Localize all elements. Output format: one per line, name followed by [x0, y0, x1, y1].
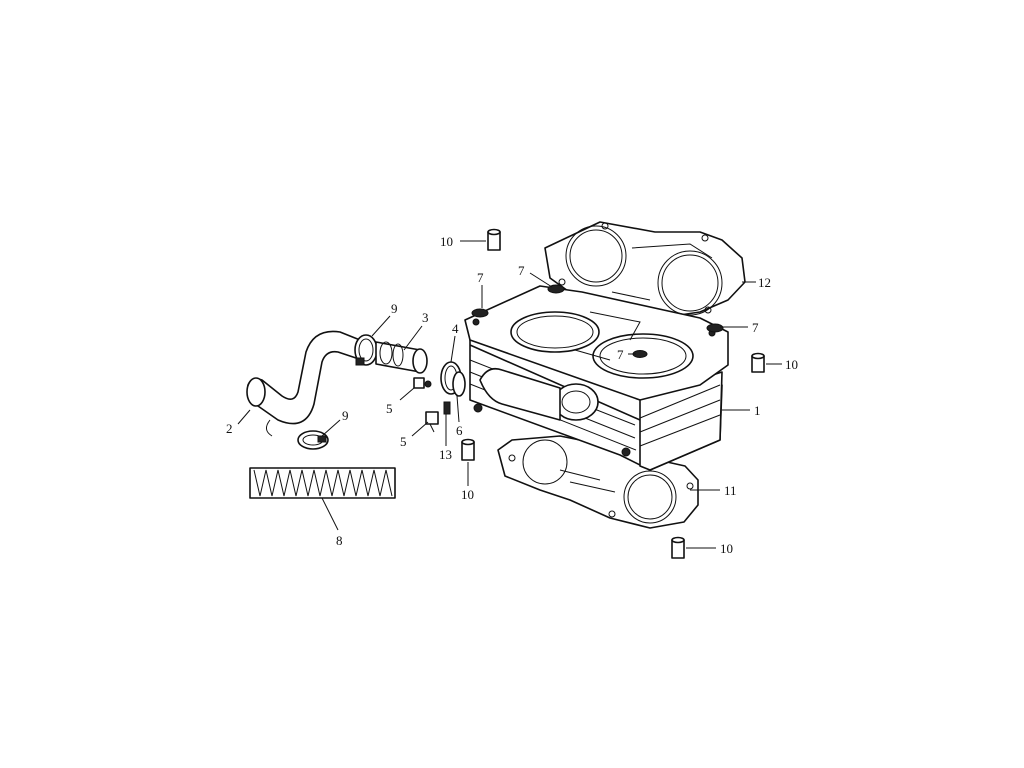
label-7c: 7 [752, 320, 759, 335]
callout-labels: 10 7 7 12 7 7 10 1 11 10 10 13 6 4 3 9 5… [226, 234, 798, 556]
label-9a: 9 [391, 301, 398, 316]
label-1: 1 [754, 403, 761, 418]
dowel-pin-c [461, 438, 475, 461]
label-7a: 7 [518, 263, 525, 278]
label-10d: 10 [720, 541, 733, 556]
hose-clamp-lower [297, 430, 329, 450]
dowel-pin-b [751, 352, 765, 373]
dowel-pin-a [487, 228, 501, 251]
label-7d: 7 [617, 347, 624, 362]
label-4: 4 [452, 321, 459, 336]
bolt-upper [413, 377, 432, 389]
small-screw [443, 401, 451, 415]
label-10b: 10 [785, 357, 798, 372]
bolt-lower [425, 411, 439, 433]
label-8: 8 [336, 533, 343, 548]
washer-b [471, 308, 489, 318]
label-12: 12 [758, 275, 771, 290]
label-13: 13 [439, 447, 452, 462]
label-3: 3 [422, 310, 429, 325]
water-hose [246, 330, 361, 437]
dowel-pin-d [671, 536, 685, 559]
hose-clamp-upper [354, 334, 378, 366]
pipe-fitting [375, 341, 428, 374]
label-7b: 7 [477, 270, 484, 285]
label-10a: 10 [440, 234, 453, 249]
label-9b: 9 [342, 408, 349, 423]
spring [249, 467, 396, 499]
label-5b: 5 [400, 434, 407, 449]
ring-6 [452, 371, 466, 397]
label-5a: 5 [386, 401, 393, 416]
label-2: 2 [226, 421, 233, 436]
label-10c: 10 [461, 487, 474, 502]
leader-lines [237, 240, 782, 549]
label-6: 6 [456, 423, 463, 438]
label-11: 11 [724, 483, 737, 498]
washer-c [706, 323, 724, 333]
